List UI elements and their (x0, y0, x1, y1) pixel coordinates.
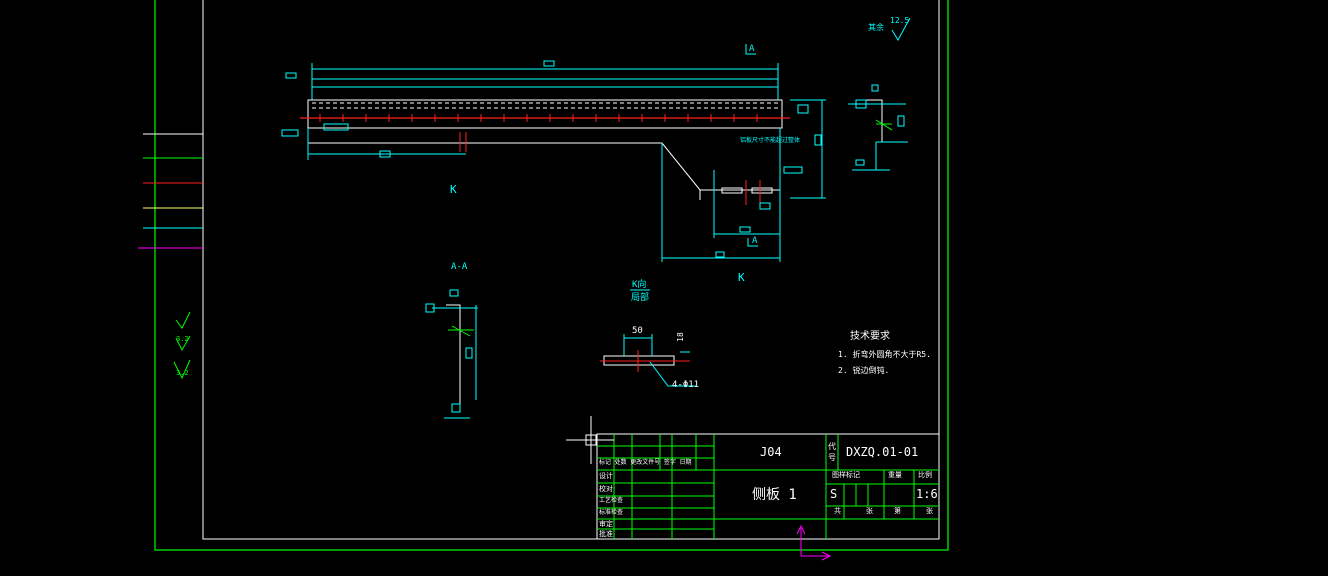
section-a-a-label: A-A (451, 262, 468, 272)
section-markers (745, 44, 758, 247)
surface-rest-value: 12.5 (890, 16, 910, 25)
tb-row-standard: 标准检查 (599, 509, 624, 516)
tb-row-process: 工艺检查 (599, 497, 624, 504)
hole-callout: 4-Φ11 (672, 380, 700, 390)
surface-rest-label: 其余 (868, 23, 884, 32)
tb-header-scale: 比例 (918, 471, 932, 479)
drawing-number: DXZQ.01-01 (846, 445, 919, 459)
k-view-detail (600, 289, 696, 387)
tech-req-title: 技术要求 (850, 331, 890, 342)
tb-row-check: 校对 (599, 485, 613, 493)
tb-footer-sheets-2: 张 (926, 507, 933, 515)
tb-row-authorize: 批准 (599, 530, 613, 538)
k-view-sublabel: 局部 (631, 293, 650, 303)
tb-footer-sheet: 第 (894, 507, 901, 515)
revision-header: 标记 处数 更改文件号 签字 日期 (599, 459, 692, 466)
outer-frame (154, 0, 949, 551)
main-plate-view (281, 60, 826, 262)
roughness-symbols (173, 311, 191, 380)
section-marker-a-top: A (749, 44, 755, 54)
part-name: 侧板 1 (752, 487, 797, 503)
tech-req-item-1: 1. 折弯外圆角不大于R5. (838, 350, 931, 359)
slot-width-dim: 50 (632, 326, 643, 336)
code-label: 代号 (828, 442, 836, 462)
tb-header-mark: 图样标记 (832, 471, 860, 479)
tb-footer-sheets: 张 (866, 507, 873, 515)
roughness-label-1: 3.2 (176, 335, 189, 343)
right-section-view (848, 17, 911, 171)
tb-row-approve: 审定 (599, 520, 613, 528)
view-marker-k-1: K (450, 183, 457, 196)
slot-height-dim: 18 (675, 332, 685, 342)
tech-req-item-2: 2. 锐边倒钝. (838, 366, 890, 375)
title-block (596, 433, 940, 540)
ucs-icon (796, 524, 832, 561)
tb-header-weight: 重量 (888, 471, 902, 479)
stage-letter: S (830, 487, 838, 501)
layer-swatches (138, 133, 203, 249)
scale-value: 1:6 (916, 487, 938, 501)
view-marker-k-2: K (738, 271, 745, 284)
section-a-a (425, 289, 478, 419)
tb-footer-total: 共 (834, 507, 841, 515)
k-view-label: K向 (632, 280, 647, 290)
inner-border (202, 0, 940, 540)
roughness-label-2: 3.2 (176, 369, 189, 377)
tb-row-design: 设计 (599, 472, 613, 480)
cursor-crosshair (566, 416, 614, 464)
plate-note: 铝板尺寸不能超过整体 (740, 137, 801, 144)
project-code: J04 (760, 445, 782, 459)
section-marker-a-bottom: A (752, 236, 758, 246)
